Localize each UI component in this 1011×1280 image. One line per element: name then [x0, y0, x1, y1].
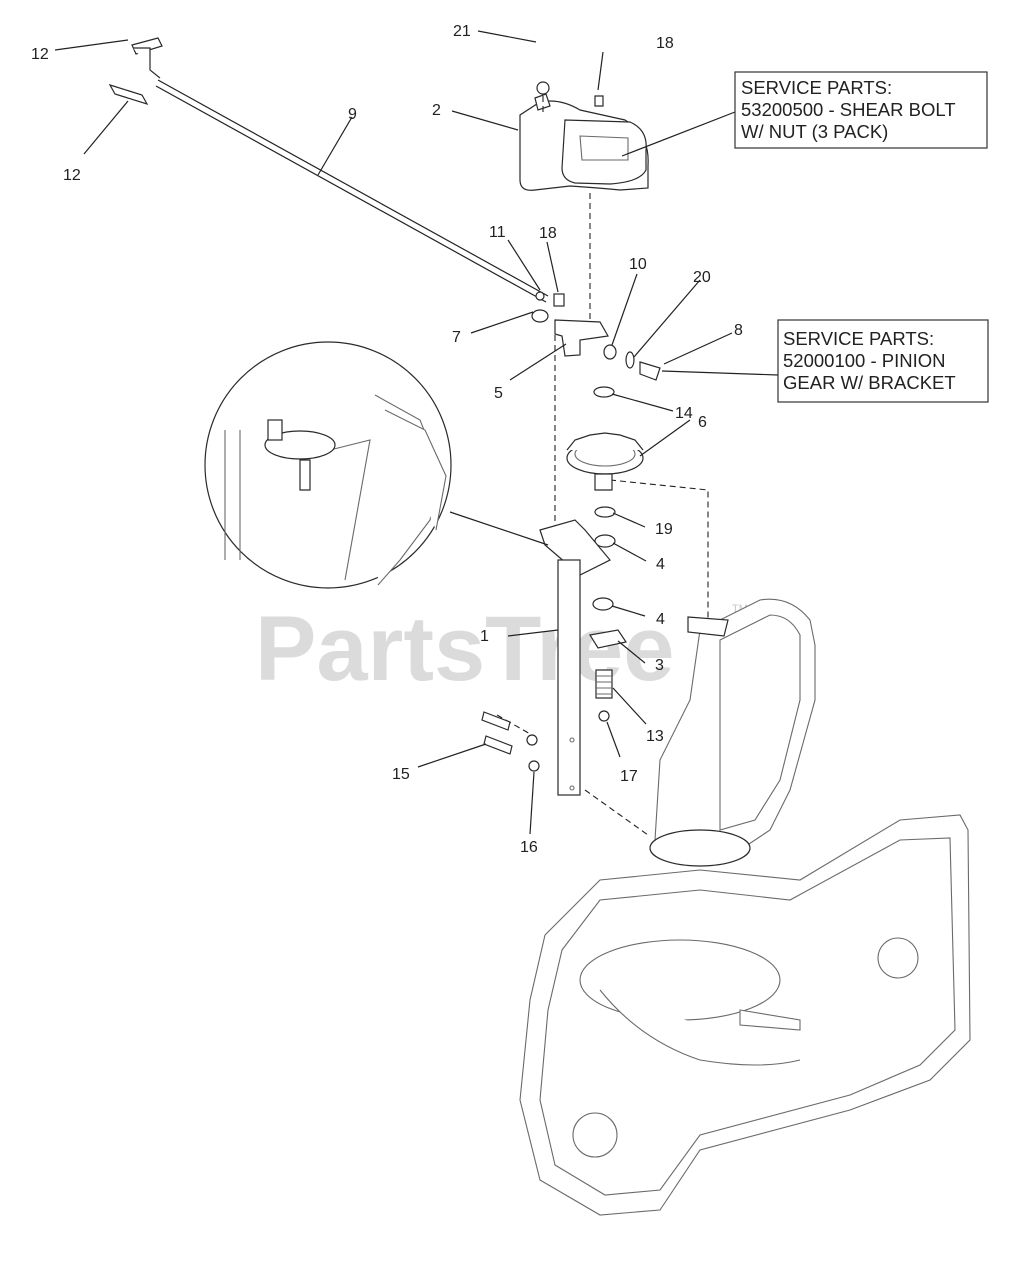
- callout-2: 2: [432, 102, 441, 119]
- callout-12-top: 12: [31, 46, 49, 63]
- detail-view-circle: [204, 341, 549, 589]
- callout-10: 10: [629, 256, 647, 273]
- deflector-hardware: [589, 506, 627, 722]
- callout-4-upper: 4: [656, 556, 665, 573]
- service-box-pinion-gear: SERVICE PARTS: 52000100 - PINION GEAR W/…: [777, 319, 989, 403]
- callout-18-top: 18: [656, 35, 674, 52]
- callout-9: 9: [348, 106, 357, 123]
- service-box-pinion-gear-line2: 52000100 - PINION: [783, 350, 945, 371]
- callout-11: 11: [489, 224, 506, 241]
- callout-14: 14: [675, 405, 693, 422]
- service-box-shear-bolt-line2: 53200500 - SHEAR BOLT: [741, 99, 956, 120]
- callout-5: 5: [494, 385, 503, 402]
- callout-4-lower: 4: [656, 611, 665, 628]
- discharge-chute: [649, 598, 816, 867]
- callout-labels: 21 18 2 12 12 9 11 18 10 20 8 7 5 14 6 1…: [31, 23, 743, 856]
- callout-15: 15: [392, 766, 410, 783]
- service-box-shear-bolt-line1: SERVICE PARTS:: [741, 77, 892, 98]
- callout-17: 17: [620, 768, 638, 785]
- chute-support-arm: [539, 519, 611, 796]
- callout-16: 16: [520, 839, 538, 856]
- gear-assembly: [566, 386, 644, 491]
- leader-lines: [54, 30, 779, 835]
- callout-19: 19: [655, 521, 673, 538]
- callout-3: 3: [655, 657, 664, 674]
- pinion-bracket: [531, 291, 661, 381]
- callout-20: 20: [693, 269, 711, 286]
- bolts-and-nuts: [481, 711, 540, 772]
- callout-6: 6: [698, 414, 707, 431]
- crank-rod: [108, 37, 549, 303]
- service-box-shear-bolt-line3: W/ NUT (3 PACK): [741, 121, 888, 142]
- auger-housing: [519, 814, 971, 1216]
- assembly-guide-lines: [496, 96, 709, 836]
- callout-13: 13: [646, 728, 664, 745]
- callout-8: 8: [734, 322, 743, 339]
- service-box-shear-bolt: SERVICE PARTS: 53200500 - SHEAR BOLT W/ …: [734, 71, 988, 149]
- service-box-pinion-gear-line1: SERVICE PARTS:: [783, 328, 934, 349]
- chute-cap: [519, 81, 649, 191]
- callout-7: 7: [452, 329, 461, 346]
- callout-12-bottom: 12: [63, 167, 81, 184]
- callout-21: 21: [453, 23, 471, 40]
- callout-1: 1: [480, 628, 489, 645]
- service-box-pinion-gear-line3: GEAR W/ BRACKET: [783, 372, 956, 393]
- callout-18-middle: 18: [539, 225, 557, 242]
